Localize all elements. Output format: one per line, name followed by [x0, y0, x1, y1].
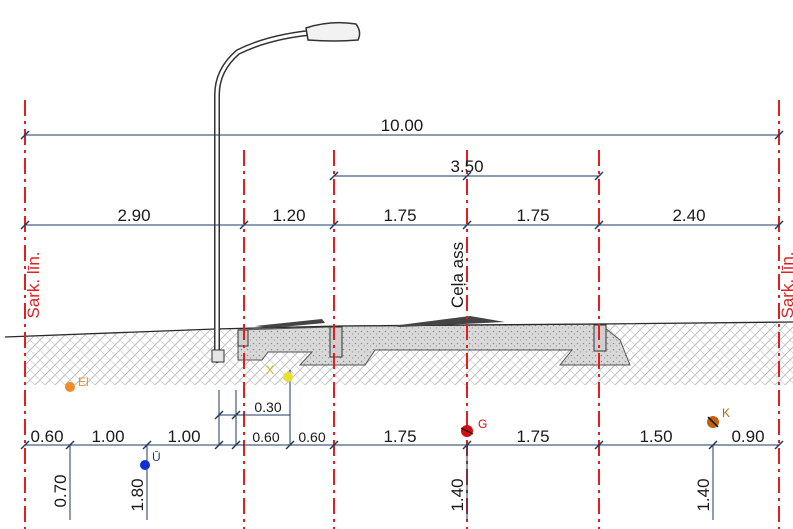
dim-b7: 1.75 [516, 427, 549, 446]
dim-seg-3: 1.75 [383, 206, 416, 225]
bottom-dimensions [20, 370, 784, 520]
depth-d2: 1.80 [128, 478, 147, 511]
depth-d4: 1.40 [694, 478, 713, 511]
surface-arrow-left [255, 319, 325, 328]
dim-total: 10.00 [381, 116, 424, 135]
utility-el-label: El [78, 375, 89, 389]
utility-x: X [266, 363, 293, 382]
dim-b5: 0.60 [298, 429, 325, 445]
label-right-axis: Sark. līn. [778, 251, 793, 318]
utility-u: Ū [140, 450, 161, 470]
dim-b3: 1.00 [167, 427, 200, 446]
label-left-axis: Sark. līn. [24, 251, 43, 318]
utility-el: El [65, 375, 89, 392]
utility-k: K [707, 406, 730, 428]
utility-x-label: X [266, 363, 274, 377]
dim-b6: 1.75 [383, 427, 416, 446]
label-center-axis: Ceļa ass [448, 242, 467, 308]
dim-b8: 1.50 [639, 427, 672, 446]
circle-marker-icon [140, 460, 150, 470]
dim-seg-4: 1.75 [516, 206, 549, 225]
utility-u-label: Ū [152, 450, 161, 464]
dim-b2: 1.00 [91, 427, 124, 446]
dim-carriageway: 3.50 [450, 157, 483, 176]
dim-seg-1: 2.90 [117, 206, 150, 225]
dim-b4: 0.60 [252, 429, 279, 445]
curb-middle [329, 326, 343, 358]
street-lamp-icon [211, 21, 361, 363]
dim-seg-2: 1.20 [272, 206, 305, 225]
circle-marker-icon [283, 372, 293, 382]
top-dimensions [20, 130, 784, 230]
dim-b1: 0.60 [30, 427, 63, 446]
utility-g-label: G [478, 417, 487, 431]
surface-arrow-right [392, 316, 505, 327]
circle-marker-icon [65, 382, 75, 392]
dim-offset: 0.30 [254, 399, 281, 415]
depth-d1: 0.70 [51, 474, 70, 507]
utility-g: G [460, 417, 487, 437]
dim-seg-5: 2.40 [672, 206, 705, 225]
utility-k-label: K [722, 406, 730, 420]
depth-d3: 1.40 [448, 478, 467, 511]
ground-line [4, 321, 793, 338]
dim-b9: 0.90 [731, 427, 764, 446]
